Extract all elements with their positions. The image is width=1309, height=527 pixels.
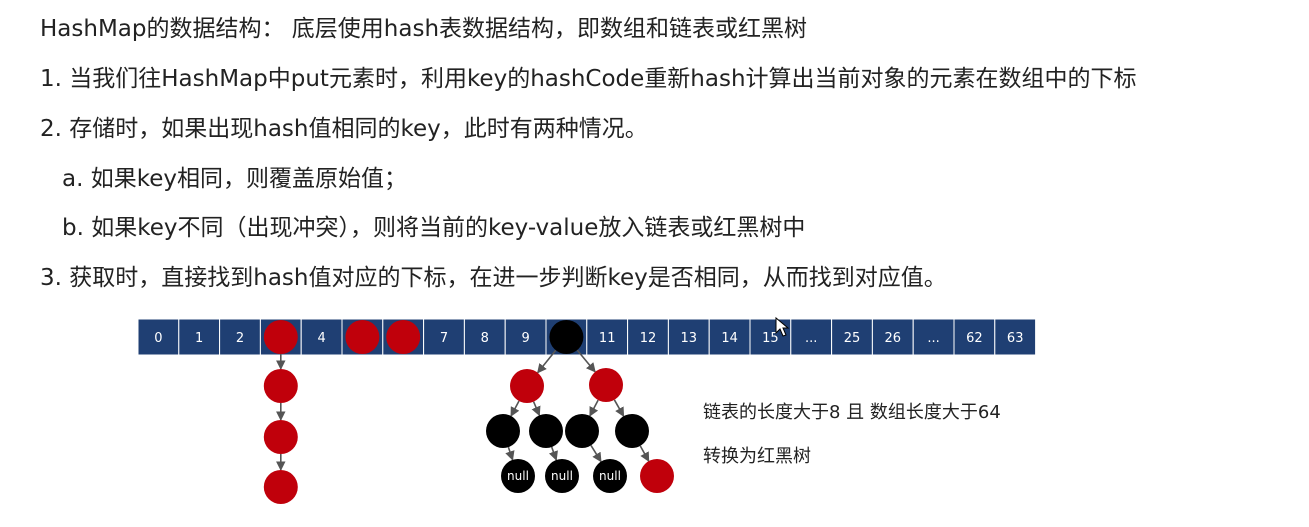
black-node	[529, 414, 563, 448]
array-cell-label: 2	[236, 331, 244, 346]
null-leaf-label: null	[599, 469, 621, 483]
note-line-1: 链表的长度大于8 且 数组长度大于64	[703, 402, 1001, 423]
null-leaf-label: null	[551, 469, 573, 483]
array-cell-label: 8	[481, 331, 489, 346]
array-cell-label: 13	[681, 331, 698, 346]
null-leaf-label: null	[507, 469, 529, 483]
point-2-text: 2. 存储时，如果出现hash值相同的key，此时有两种情况。	[40, 116, 648, 142]
black-node	[615, 414, 649, 448]
red-node	[263, 320, 298, 354]
array-cell-label: ...	[927, 331, 939, 346]
point-3-text: 3. 获取时，直接找到hash值对应的下标，在进一步判断key是否相同，从而找到…	[40, 265, 947, 291]
array-cell	[627, 318, 669, 356]
array-cell-label: 62	[966, 331, 983, 346]
array-cell-label: 12	[640, 331, 657, 346]
red-node	[510, 369, 544, 403]
array-cell-label: ...	[805, 331, 817, 346]
array-cell	[219, 318, 261, 356]
edge-arrow	[613, 399, 625, 418]
red-node	[345, 320, 380, 354]
edge-arrow	[590, 445, 602, 463]
mouse-cursor-icon	[775, 316, 790, 337]
edge-arrow	[548, 446, 558, 461]
array-cell-label: 0	[154, 331, 162, 346]
note-line-2: 转换为红黑树	[703, 446, 811, 467]
array-cell	[953, 318, 996, 356]
array-cell-label: 63	[1007, 331, 1024, 346]
nodes: null null null	[263, 320, 674, 504]
edge-arrow	[589, 399, 599, 417]
edge-arrow	[505, 446, 515, 461]
red-node	[263, 420, 298, 454]
black-node	[501, 459, 535, 493]
array-cell	[300, 318, 343, 356]
red-node	[640, 459, 674, 493]
array-cell	[504, 318, 547, 356]
array-cell	[423, 318, 465, 356]
black-node	[545, 459, 579, 493]
array-cell-label: 7	[440, 331, 448, 346]
array-cell-label: 25	[844, 331, 861, 346]
black-node	[486, 414, 520, 448]
array-cell-label: 1	[195, 331, 203, 346]
array-cell	[831, 318, 873, 356]
point-1-text: 1. 当我们往HashMap中put元素时，利用key的hashCode重新ha…	[40, 66, 1137, 92]
array-cell-label: 15	[762, 331, 779, 346]
black-node	[565, 414, 599, 448]
edge-arrow	[639, 445, 650, 462]
array-cell	[790, 318, 833, 356]
array-cell-label: 14	[721, 331, 738, 346]
array-cell	[463, 318, 506, 356]
point-2b-text: b. 如果key不同（出现冲突），则将当前的key-value放入链表或红黑树中	[62, 215, 806, 241]
array-cell	[708, 318, 751, 356]
red-node	[386, 320, 421, 354]
edge-arrow	[531, 401, 541, 417]
array-cell-label: 11	[599, 331, 616, 346]
edges	[275, 349, 650, 471]
edge-arrow	[576, 349, 596, 373]
heading-text: HashMap的数据结构： 底层使用hash表数据结构，即数组和链表或红黑树	[40, 16, 808, 42]
red-node	[263, 470, 298, 504]
array-cell-label: 26	[885, 331, 902, 346]
black-node	[549, 320, 584, 354]
array-cell-label: 9	[521, 331, 529, 346]
array-cell	[586, 318, 629, 356]
red-node	[263, 369, 298, 403]
array-cell-label: 4	[317, 331, 325, 346]
edge-arrow	[510, 400, 520, 417]
array-cell	[994, 318, 1037, 356]
point-2a-text: a. 如果key相同，则覆盖原始值；	[62, 166, 407, 192]
red-node	[589, 368, 623, 402]
black-node	[593, 459, 627, 493]
edge-arrow	[537, 349, 557, 374]
